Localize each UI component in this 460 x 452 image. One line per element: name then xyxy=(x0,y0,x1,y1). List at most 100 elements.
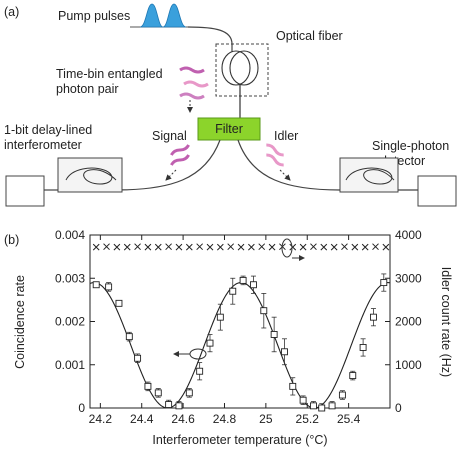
idler-count-point xyxy=(216,243,224,251)
idler-count-point xyxy=(237,243,245,251)
interferometer-left-icon xyxy=(57,157,123,193)
idler-count-point xyxy=(154,243,162,251)
x-tick-label: 24.8 xyxy=(213,412,237,426)
y-tick-label: 0 xyxy=(78,401,85,415)
coincidence-point xyxy=(115,299,123,307)
idler-count-point xyxy=(185,243,193,251)
fit-curve-group xyxy=(89,282,391,409)
optical-fiber-label: Optical fiber xyxy=(276,29,343,43)
coincidence-point xyxy=(270,331,278,338)
filter-box xyxy=(197,117,261,141)
idler-fiber-line xyxy=(237,139,385,191)
y-axis-label: Coincidence rate xyxy=(13,275,27,369)
idler-count-point xyxy=(341,243,348,251)
idler-count-point xyxy=(268,243,276,251)
idler-count-point xyxy=(258,243,266,251)
detector-right-box xyxy=(417,175,457,207)
idler-photon-icon xyxy=(266,143,291,181)
idler-count-point xyxy=(206,243,214,251)
coincidence-point xyxy=(281,348,288,356)
panel-b-label: (b) xyxy=(4,233,19,247)
fit-curve xyxy=(89,282,391,409)
pump-pulses-icon xyxy=(130,3,188,28)
right-axis-pointer-icon xyxy=(281,238,305,261)
signal-label: Signal xyxy=(152,129,187,143)
y-tick-label: 0.003 xyxy=(55,271,85,285)
left-axis-pointer-icon xyxy=(173,348,207,360)
coincidence-point xyxy=(309,402,317,410)
idler-count-point xyxy=(299,243,307,251)
panel-a-label: (a) xyxy=(4,5,19,19)
optical-fiber-spool-icon xyxy=(215,43,269,118)
coincidence-point xyxy=(154,389,162,397)
idler-count-point xyxy=(330,243,338,251)
interferometer-right-icon xyxy=(339,157,399,193)
idler-count-point xyxy=(92,243,100,251)
idler-count-point xyxy=(113,243,121,251)
x-tick-label: 24.6 xyxy=(171,412,195,426)
idler-count-point xyxy=(123,243,131,251)
y2-tick-label: 3000 xyxy=(395,271,422,285)
filter-label: Filter xyxy=(215,122,243,136)
x-tick-label: 25.4 xyxy=(337,412,361,426)
pump-pulses-label: Pump pulses xyxy=(58,9,130,23)
idler-count-point xyxy=(196,243,204,251)
pump-fiber-line xyxy=(187,26,233,45)
x-tick-label: 25 xyxy=(259,412,273,426)
panel-a: (a) Pump pulses Optical fiber Time-bin e… xyxy=(4,3,457,207)
coincidence-point xyxy=(260,307,268,315)
coincidence-point xyxy=(92,281,100,289)
coincidence-point xyxy=(349,372,357,380)
coincidence-point xyxy=(318,404,326,412)
idler-count-point xyxy=(134,243,141,251)
coincidence-point xyxy=(216,313,224,321)
detector-left-box xyxy=(5,175,45,207)
idler-count-point xyxy=(310,243,317,251)
coincidence-point xyxy=(175,402,183,410)
coincidence-point xyxy=(229,287,237,295)
x-tick-label: 25.2 xyxy=(296,412,320,426)
y-axis-ticks: 0 0.001 0.002 0.003 0.004 xyxy=(55,228,95,415)
x-tick-label: 24.4 xyxy=(130,412,154,426)
y2-tick-label: 0 xyxy=(395,401,402,415)
idler-count-point xyxy=(361,243,369,251)
coincidence-point xyxy=(239,276,247,284)
y2-tick-label: 4000 xyxy=(395,228,422,242)
coincidence-point xyxy=(144,382,152,390)
coincidence-point xyxy=(289,382,297,390)
idler-count-point xyxy=(175,243,183,251)
coincidence-point xyxy=(249,281,257,289)
idler-count-point xyxy=(103,243,110,251)
coincidence-point xyxy=(125,333,133,341)
idler-count-point xyxy=(227,243,235,251)
idler-count-points-group xyxy=(92,243,390,251)
idler-count-point xyxy=(165,243,172,251)
idler-count-point xyxy=(320,243,328,251)
coincidence-point xyxy=(328,402,336,410)
y-tick-label: 0.004 xyxy=(55,228,85,242)
signal-photon-icon xyxy=(165,144,190,181)
plot-frame xyxy=(89,234,391,409)
idler-count-point xyxy=(289,243,297,251)
idler-label: Idler xyxy=(274,129,298,143)
coincidence-points-group xyxy=(92,276,388,412)
idler-count-point xyxy=(248,243,255,251)
idler-count-point xyxy=(144,243,152,251)
coincidence-point xyxy=(196,367,204,375)
idler-count-point xyxy=(351,243,359,251)
coincidence-point xyxy=(380,279,388,287)
y-tick-label: 0.002 xyxy=(55,315,85,329)
idler-count-point xyxy=(382,243,390,251)
coincidence-point xyxy=(105,283,113,291)
idler-count-point xyxy=(372,243,379,251)
photon-pair-label: Time-bin entangled photon pair xyxy=(56,67,166,96)
y2-tick-label: 1000 xyxy=(395,358,422,372)
y2-axis-label: Idler count rate (Hz) xyxy=(439,267,453,377)
y-tick-label: 0.001 xyxy=(55,358,85,372)
coincidence-point xyxy=(134,354,142,362)
interferometer-label: 1-bit delay-lined interferometer xyxy=(4,123,96,152)
